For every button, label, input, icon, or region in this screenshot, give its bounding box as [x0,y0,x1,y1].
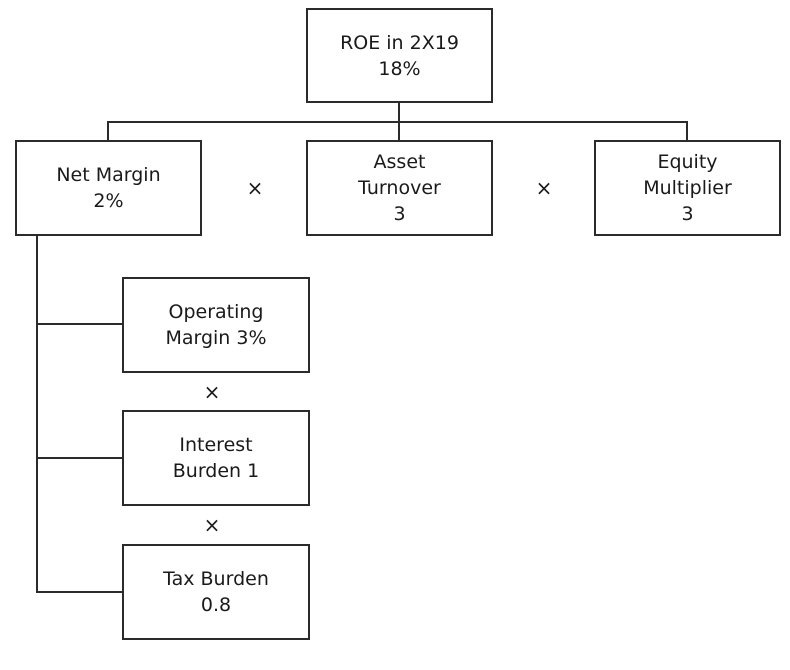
tax-burden-label: Tax Burden [163,568,269,590]
root-stem-line [398,101,400,123]
multiply-operator-2: × [535,176,553,200]
net-margin-trunk-line [36,235,38,593]
roe-box: ROE in 2X19 18% [306,8,493,103]
interest-burden-value: Burden 1 [172,460,260,482]
asset-turnover-label-line1: Asset [373,151,426,173]
asset-turnover-drop-line [398,121,400,141]
multiply-operator-3: × [203,380,221,404]
asset-turnover-value: 3 [393,203,406,225]
operating-margin-label: Operating [168,301,264,323]
equity-multiplier-drop-line [686,121,688,141]
interest-burden-box: Interest Burden 1 [122,410,310,506]
multiply-operator-1: × [246,176,264,200]
multiply-operator-4: × [203,513,221,537]
equity-multiplier-label-line1: Equity [657,151,718,173]
level1-bus-line [107,121,688,123]
asset-turnover-box: Asset Turnover 3 [306,140,493,236]
operating-margin-box: Operating Margin 3% [122,277,310,373]
asset-turnover-label-line2: Turnover [358,177,441,199]
roe-value: 18% [378,57,421,80]
roe-label: ROE in 2X19 [340,31,459,54]
net-margin-label: Net Margin [56,164,161,186]
operating-margin-branch-line [36,323,124,325]
tax-burden-branch-line [36,591,124,593]
tax-burden-box: Tax Burden 0.8 [122,544,310,640]
equity-multiplier-value: 3 [681,203,694,225]
net-margin-drop-line [107,121,109,141]
interest-burden-label: Interest [179,434,253,456]
net-margin-box: Net Margin 2% [15,140,202,236]
tax-burden-value: 0.8 [200,594,232,616]
operating-margin-value: Margin 3% [165,327,267,349]
equity-multiplier-box: Equity Multiplier 3 [594,140,781,236]
interest-burden-branch-line [36,457,124,459]
net-margin-value: 2% [93,190,124,212]
equity-multiplier-label-line2: Multiplier [643,177,732,199]
